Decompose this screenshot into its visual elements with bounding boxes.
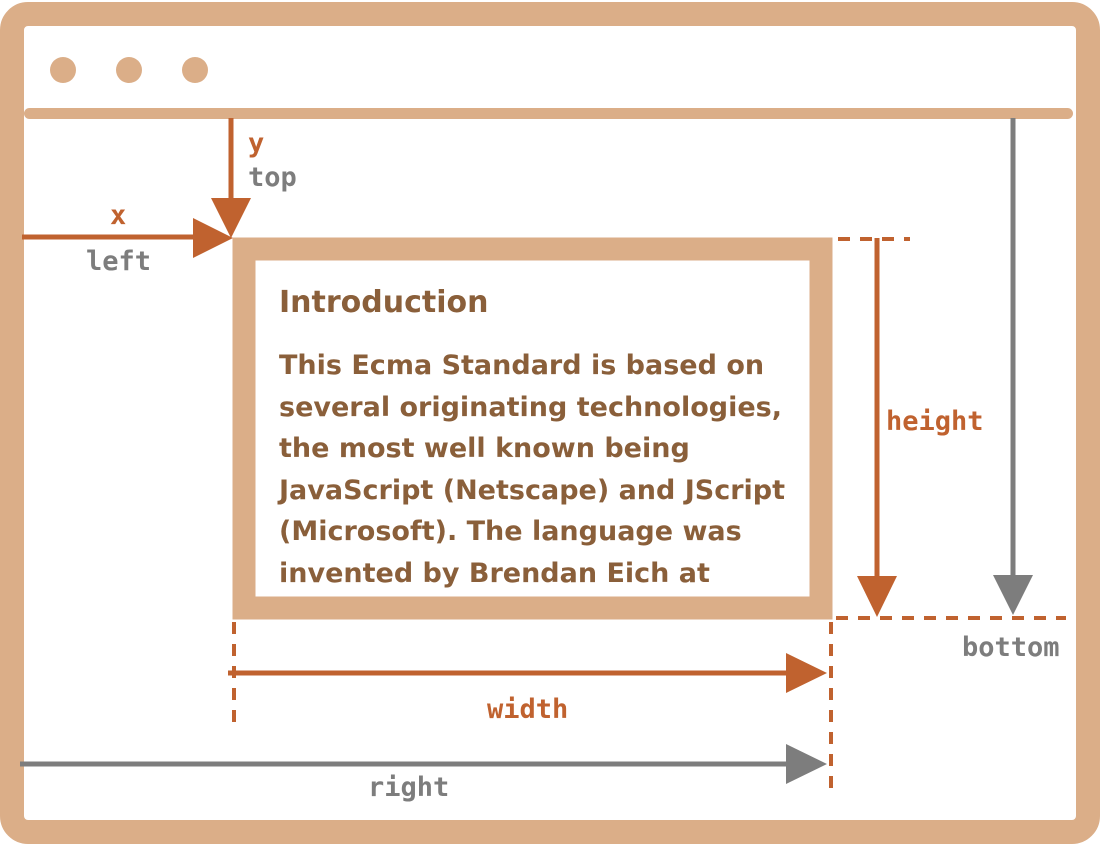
bottom-arrow: [993, 118, 1033, 615]
element-title: Introduction: [279, 285, 488, 320]
label-bottom: bottom: [962, 632, 1060, 663]
body-line: invented by Brendan Eich at: [279, 558, 710, 589]
window-dot-icon: [116, 57, 142, 83]
width-arrow: [228, 653, 827, 693]
window-dot-icon: [50, 57, 76, 83]
height-arrow: [857, 238, 897, 617]
label-right: right: [368, 772, 449, 803]
window-dot-icon: [182, 57, 208, 83]
element-box: [232, 237, 833, 620]
label-width: width: [487, 694, 568, 725]
right-arrow: [20, 744, 827, 784]
body-line: JavaScript (Netscape) and JScript: [277, 475, 785, 506]
label-left: left: [86, 246, 151, 277]
body-line: the most well known being: [279, 433, 690, 464]
x-arrow: [22, 218, 233, 258]
body-line: several originating technologies,: [279, 392, 782, 423]
toolbar-divider: [24, 108, 1073, 119]
label-y: y: [248, 128, 264, 159]
y-arrow: [211, 118, 251, 238]
label-x: x: [110, 200, 126, 231]
label-height: height: [886, 406, 984, 437]
label-top: top: [248, 162, 297, 193]
element-body-text: This Ecma Standard is based on several o…: [277, 350, 785, 589]
body-line: (Microsoft). The language was: [279, 516, 742, 547]
body-line: This Ecma Standard is based on: [279, 350, 764, 381]
